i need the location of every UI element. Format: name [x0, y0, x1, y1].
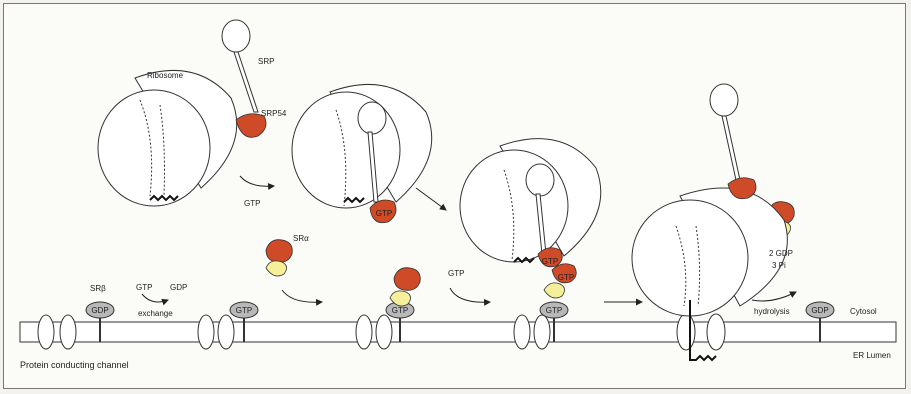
- gtp-label: GTP: [236, 306, 252, 315]
- exchange-label: exchange: [138, 309, 173, 318]
- srp54-label: SRP54: [261, 109, 287, 118]
- hydrolysis-label: hydrolysis: [754, 307, 790, 316]
- gdp-label: GDP: [170, 283, 187, 292]
- gtp-label: GTP: [376, 209, 392, 218]
- two-gdp-label: 2 GDP: [769, 249, 793, 258]
- er-lumen-label: ER Lumen: [853, 351, 891, 360]
- gtp-label: GTP: [448, 269, 464, 278]
- three-pi-label: 3 Pi: [772, 261, 786, 270]
- channel-label: Protein conducting channel: [20, 360, 129, 370]
- er-membrane: [20, 322, 896, 342]
- srp-released: [710, 84, 756, 199]
- gtp-label: GTP: [558, 273, 574, 282]
- gtp-label: GTP: [244, 199, 260, 208]
- gtp-label: GTP: [392, 306, 408, 315]
- gdp-label: GDP: [811, 306, 828, 315]
- ribosome-2: GTP: [292, 84, 432, 222]
- sr-alpha-bound-2: [544, 283, 565, 298]
- gtp-label: GTP: [546, 306, 562, 315]
- sr-beta-label: SRβ: [90, 284, 106, 293]
- sr-alpha-bound-1: [390, 268, 420, 306]
- cytosol-label: Cytosol: [850, 307, 877, 316]
- srp-label: SRP: [258, 57, 274, 66]
- ribosome-1: [98, 70, 237, 206]
- gtp-label: GTP: [136, 283, 152, 292]
- ribosome-3: GTP GTP: [460, 139, 601, 283]
- gtp-label: GTP: [542, 257, 558, 266]
- gdp-label: GDP: [91, 306, 108, 315]
- sr-alpha-label: SRα: [293, 234, 309, 243]
- ribosome-label: Ribosome: [147, 71, 184, 80]
- sr-alpha-free: [266, 240, 292, 276]
